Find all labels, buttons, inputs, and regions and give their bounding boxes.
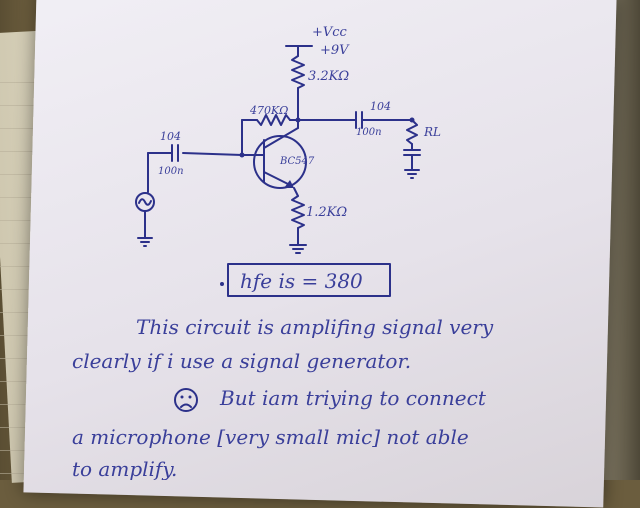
bias-resistor: [256, 114, 291, 126]
hfe-text: hfe is = 380: [240, 269, 363, 293]
collector-lead: [263, 127, 299, 149]
sad-face-mouth: [180, 403, 192, 408]
transistor-label: BC547: [279, 156, 315, 167]
input-cap-value: 100n: [158, 166, 184, 177]
collector-resistor: [291, 55, 305, 89]
transistor-body: [253, 135, 307, 189]
vcc-value: +9V: [320, 43, 350, 58]
emitter-resistor: [291, 195, 305, 229]
sad-face-icon: [174, 388, 198, 412]
input-cap-code: 104: [160, 130, 181, 143]
load-resistor: [406, 119, 418, 145]
emitter-resistor-label: 1.2KΩ: [306, 205, 347, 220]
sad-face-eye-left: [180, 395, 184, 399]
output-cap-code: 104: [370, 100, 391, 113]
note-line-2: clearly if i use a signal generator.: [72, 349, 411, 373]
hfe-box: [227, 263, 391, 297]
collector-resistor-label: 3.2KΩ: [308, 69, 349, 84]
note-line-4: a microphone [very small mic] not able: [72, 425, 469, 449]
output-cap-value: 100n: [356, 127, 382, 138]
signal-source-wave: [138, 198, 152, 206]
input-wire-right: [182, 152, 243, 156]
emitter-arrow: [284, 180, 294, 188]
note-line-1: This circuit is amplifing signal very: [136, 315, 494, 339]
note-line-5: to amplify.: [72, 457, 177, 480]
hfe-bullet: [220, 282, 224, 286]
load-label: RL: [423, 125, 441, 139]
bias-resistor-label: 470KΩ: [249, 104, 288, 117]
note-line-3: But iam triying to connect: [219, 386, 487, 410]
vcc-label: +Vcc: [312, 25, 348, 40]
emitter-wire: [293, 187, 299, 197]
sad-face-eye-right: [188, 395, 192, 399]
circuit-drawing: +Vcc +9V 3.2KΩ 470KΩ BC547 1.2KΩ 104 100…: [72, 25, 494, 480]
